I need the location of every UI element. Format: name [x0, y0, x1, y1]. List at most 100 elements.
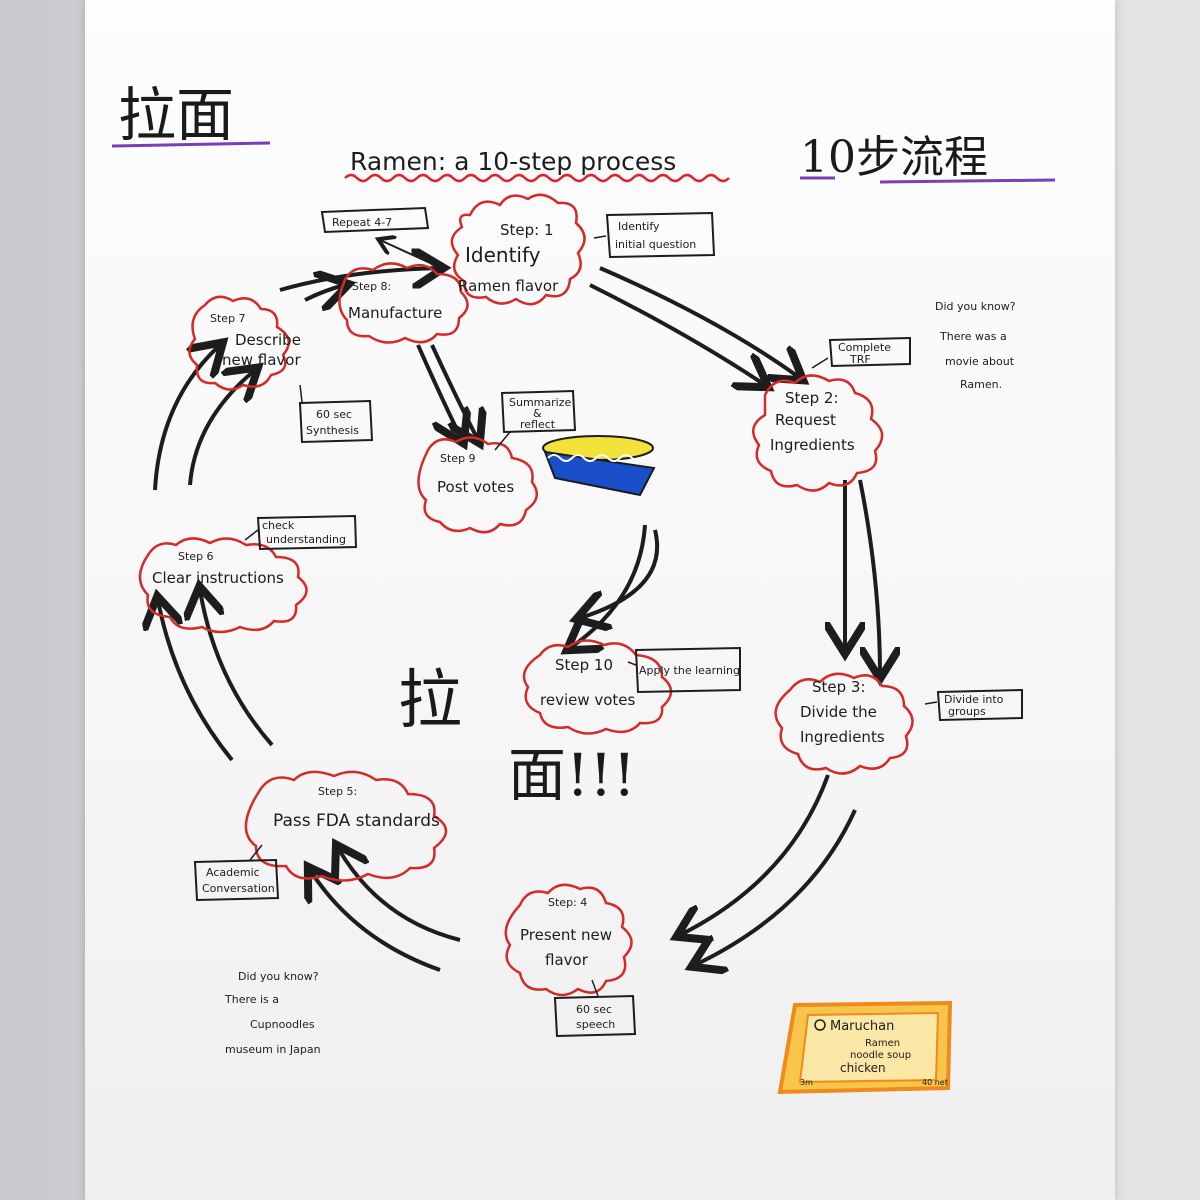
ramen-bowl-drawing	[542, 435, 657, 497]
cloud-step-2	[752, 374, 884, 492]
arrow-2-3b	[858, 479, 880, 675]
arrow-3-4b	[695, 809, 857, 965]
note-speech-2: speech	[576, 1018, 615, 1031]
fact-1-line-1: Did you know?	[935, 300, 1016, 313]
arrows	[155, 268, 880, 970]
title-cjk-underline	[111, 141, 271, 148]
note-check-1: check	[262, 519, 295, 532]
note-divide-2: groups	[948, 705, 986, 718]
fact-2-line-3: Cupnoodles	[250, 1018, 315, 1031]
step-4-line2: flavor	[545, 951, 589, 969]
step-5-line1: Pass FDA standards	[273, 811, 440, 831]
cloud-step-1	[450, 193, 586, 306]
cloud-step-3	[774, 672, 914, 775]
note-box-complete	[828, 336, 911, 368]
cloud-step-5	[244, 770, 448, 882]
title-cjk-2-underline-b	[879, 178, 1056, 184]
arrow-1-2b	[589, 283, 765, 385]
note-repeat: Repeat 4-7	[332, 216, 392, 229]
arrow-6-7a	[153, 345, 220, 491]
step-4-line1: Present new	[520, 926, 612, 944]
package-line2: noodle soup	[850, 1050, 911, 1061]
connector-apply	[627, 661, 637, 666]
step-1-line2: Ramen flavor	[458, 277, 559, 295]
note-box-apply	[634, 646, 741, 694]
arrow-bowl-10b	[570, 524, 647, 648]
step-10-line1: review votes	[540, 691, 636, 709]
step-2-line2: Ingredients	[770, 436, 855, 454]
note-box-identify	[605, 211, 716, 259]
fact-1-line-2: There was a	[939, 330, 1007, 343]
step-6-label: Step 6	[178, 550, 214, 563]
note-box-synthesis	[298, 399, 374, 444]
step-2-line1: Request	[775, 411, 836, 429]
note-academic-2: Conversation	[202, 882, 275, 895]
step-10-label: Step 10	[555, 656, 613, 674]
connector-speech	[591, 979, 599, 997]
center-cjk-1: 拉	[398, 664, 462, 738]
step-5-label: Step 5:	[318, 785, 357, 798]
title-cjk: 拉面	[118, 81, 234, 149]
connector-identify	[593, 235, 607, 239]
title: Ramen: a 10-step process	[350, 147, 676, 176]
note-summarize-3: reflect	[520, 418, 556, 431]
note-academic-1: Academic	[206, 866, 260, 879]
package-flavor: chicken	[840, 1061, 886, 1075]
connector-check	[244, 529, 259, 541]
step-9-label: Step 9	[440, 452, 476, 465]
step-3-label: Step 3:	[812, 678, 866, 696]
note-identify-2: initial question	[615, 238, 696, 251]
package-brand: Maruchan	[830, 1019, 894, 1034]
cloud-step-6	[138, 537, 308, 634]
fact-2-line-4: museum in Japan	[225, 1043, 321, 1056]
step-8-label: Step 8:	[352, 280, 391, 293]
arrow-5-6b	[200, 590, 274, 747]
note-box-repeat	[320, 206, 430, 234]
arrow-5-6a	[158, 600, 234, 762]
note-identify-1: Identify	[618, 220, 660, 233]
note-synthesis-1: 60 sec	[316, 408, 352, 421]
note-box-divide	[936, 688, 1023, 722]
note-complete-2: TRF	[849, 353, 871, 366]
step-1-line1: Identify	[465, 243, 541, 267]
step-7-line1: Describe	[235, 331, 301, 349]
step-2-label: Step 2:	[785, 389, 839, 407]
connector-synthesis	[299, 384, 303, 403]
step-7-line2: new flavor	[222, 351, 301, 369]
center-cjk-2: 面!!!	[508, 741, 636, 809]
note-boxes	[193, 206, 1023, 1038]
note-check-2: understanding	[266, 533, 346, 546]
step-4-label: Step: 4	[548, 896, 587, 909]
step-8-line1: Manufacture	[348, 304, 442, 322]
package-line1: Ramen	[865, 1038, 900, 1049]
arrow-4-5a	[338, 848, 461, 942]
note-summarize-1: Summarize	[509, 396, 571, 409]
fact-2-line-2: There is a	[224, 993, 279, 1006]
note-divide-1: Divide into	[944, 693, 1004, 706]
package-left: 3m	[800, 1078, 813, 1087]
title-underline	[344, 173, 730, 183]
note-summarize-2: &	[533, 407, 542, 420]
arrow-1-2a	[599, 266, 800, 378]
arrow-3-4a	[680, 774, 830, 935]
step-9-line1: Post votes	[437, 478, 514, 496]
cloud-step-8	[338, 262, 469, 344]
fact-1-line-3: movie about	[945, 355, 1015, 368]
cloud-step-7	[188, 295, 290, 391]
note-synthesis-2: Synthesis	[306, 424, 359, 437]
step-clouds	[138, 193, 914, 997]
step-3-line1: Divide the	[800, 703, 877, 721]
fact-2-line-1: Did you know?	[238, 970, 319, 983]
connector-complete	[811, 357, 829, 369]
connector-divide	[924, 701, 938, 705]
step-3-line2: Ingredients	[800, 728, 885, 746]
note-apply: Apply the learning	[639, 664, 740, 677]
fact-2: Did you know? There is a Cupnoodles muse…	[224, 970, 321, 1056]
connector-summarize	[494, 431, 511, 451]
arrow-repeat	[380, 240, 429, 263]
maruchan-package-drawing	[777, 1000, 953, 1095]
note-box-summarize	[500, 389, 577, 434]
note-connectors	[244, 235, 938, 997]
fact-1-line-4: Ramen.	[960, 378, 1002, 391]
